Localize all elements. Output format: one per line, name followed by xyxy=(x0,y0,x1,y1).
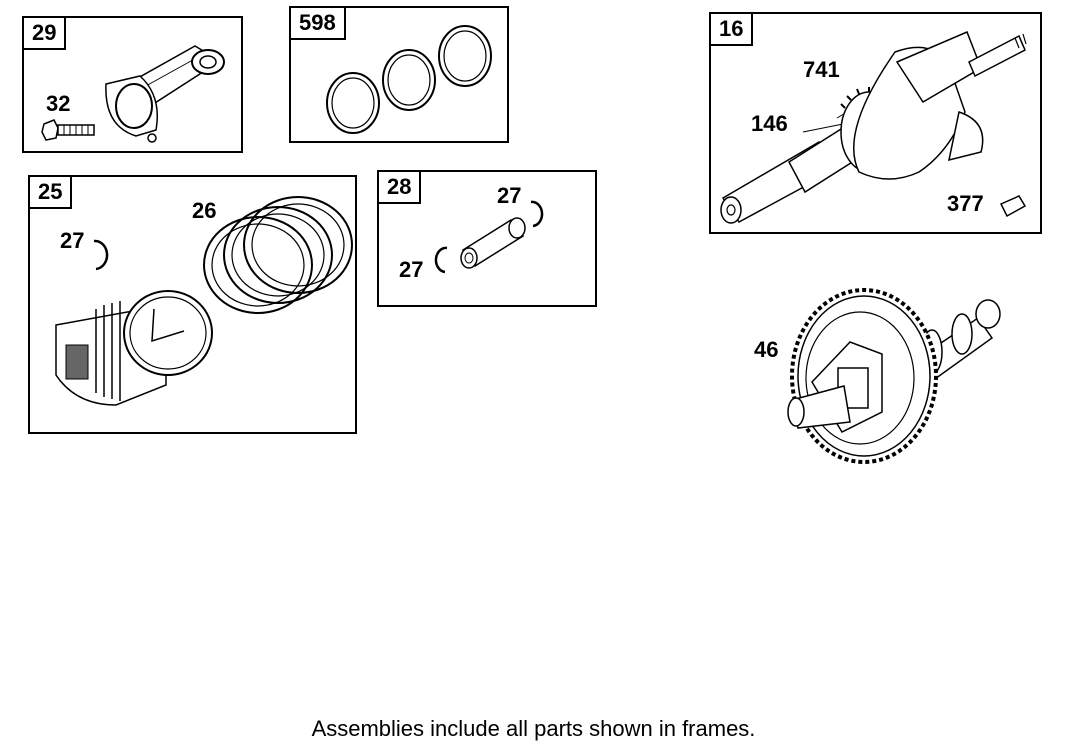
callout-27-upper: 27 xyxy=(497,183,522,208)
frame-number: 28 xyxy=(377,170,422,204)
frame-598-ring-set: 598 xyxy=(289,6,509,143)
footer-note: Assemblies include all parts shown in fr… xyxy=(311,716,756,741)
frame-16-crankshaft: 16 741 146 377 xyxy=(709,12,1042,234)
callout-26: 26 xyxy=(192,198,217,223)
rod-bolt-drawing xyxy=(42,118,102,142)
callout-46: 46 xyxy=(754,337,779,362)
piston-drawing xyxy=(46,275,216,415)
callout-27-lower: 27 xyxy=(399,257,424,282)
callout-377: 377 xyxy=(947,191,984,216)
callout-27: 27 xyxy=(60,228,85,253)
connecting-rod-drawing xyxy=(100,36,230,144)
frame-29-connecting-rod: 29 32 xyxy=(22,16,243,153)
retaining-clip-lower-drawing xyxy=(429,246,453,276)
callout-146: 146 xyxy=(751,111,788,136)
frame-25-piston-assembly: 25 27 26 xyxy=(28,175,357,434)
callout-741: 741 xyxy=(803,57,840,82)
frame-number: 29 xyxy=(22,16,67,50)
frame-number: 598 xyxy=(289,6,346,40)
retaining-clip-drawing xyxy=(86,239,112,273)
camshaft-drawing xyxy=(782,282,1012,472)
piston-pin-drawing xyxy=(451,206,531,266)
key-drawing xyxy=(999,194,1027,218)
piston-rings-drawing xyxy=(321,18,501,138)
frame-28-piston-pin: 28 27 27 xyxy=(377,170,597,307)
frame-number: 16 xyxy=(709,12,754,46)
crankshaft-drawing xyxy=(719,22,1039,222)
piston-rings-drawing xyxy=(196,187,356,317)
frame-number: 25 xyxy=(28,175,73,209)
callout-32: 32 xyxy=(46,91,71,116)
retaining-clip-upper-drawing xyxy=(525,200,549,230)
